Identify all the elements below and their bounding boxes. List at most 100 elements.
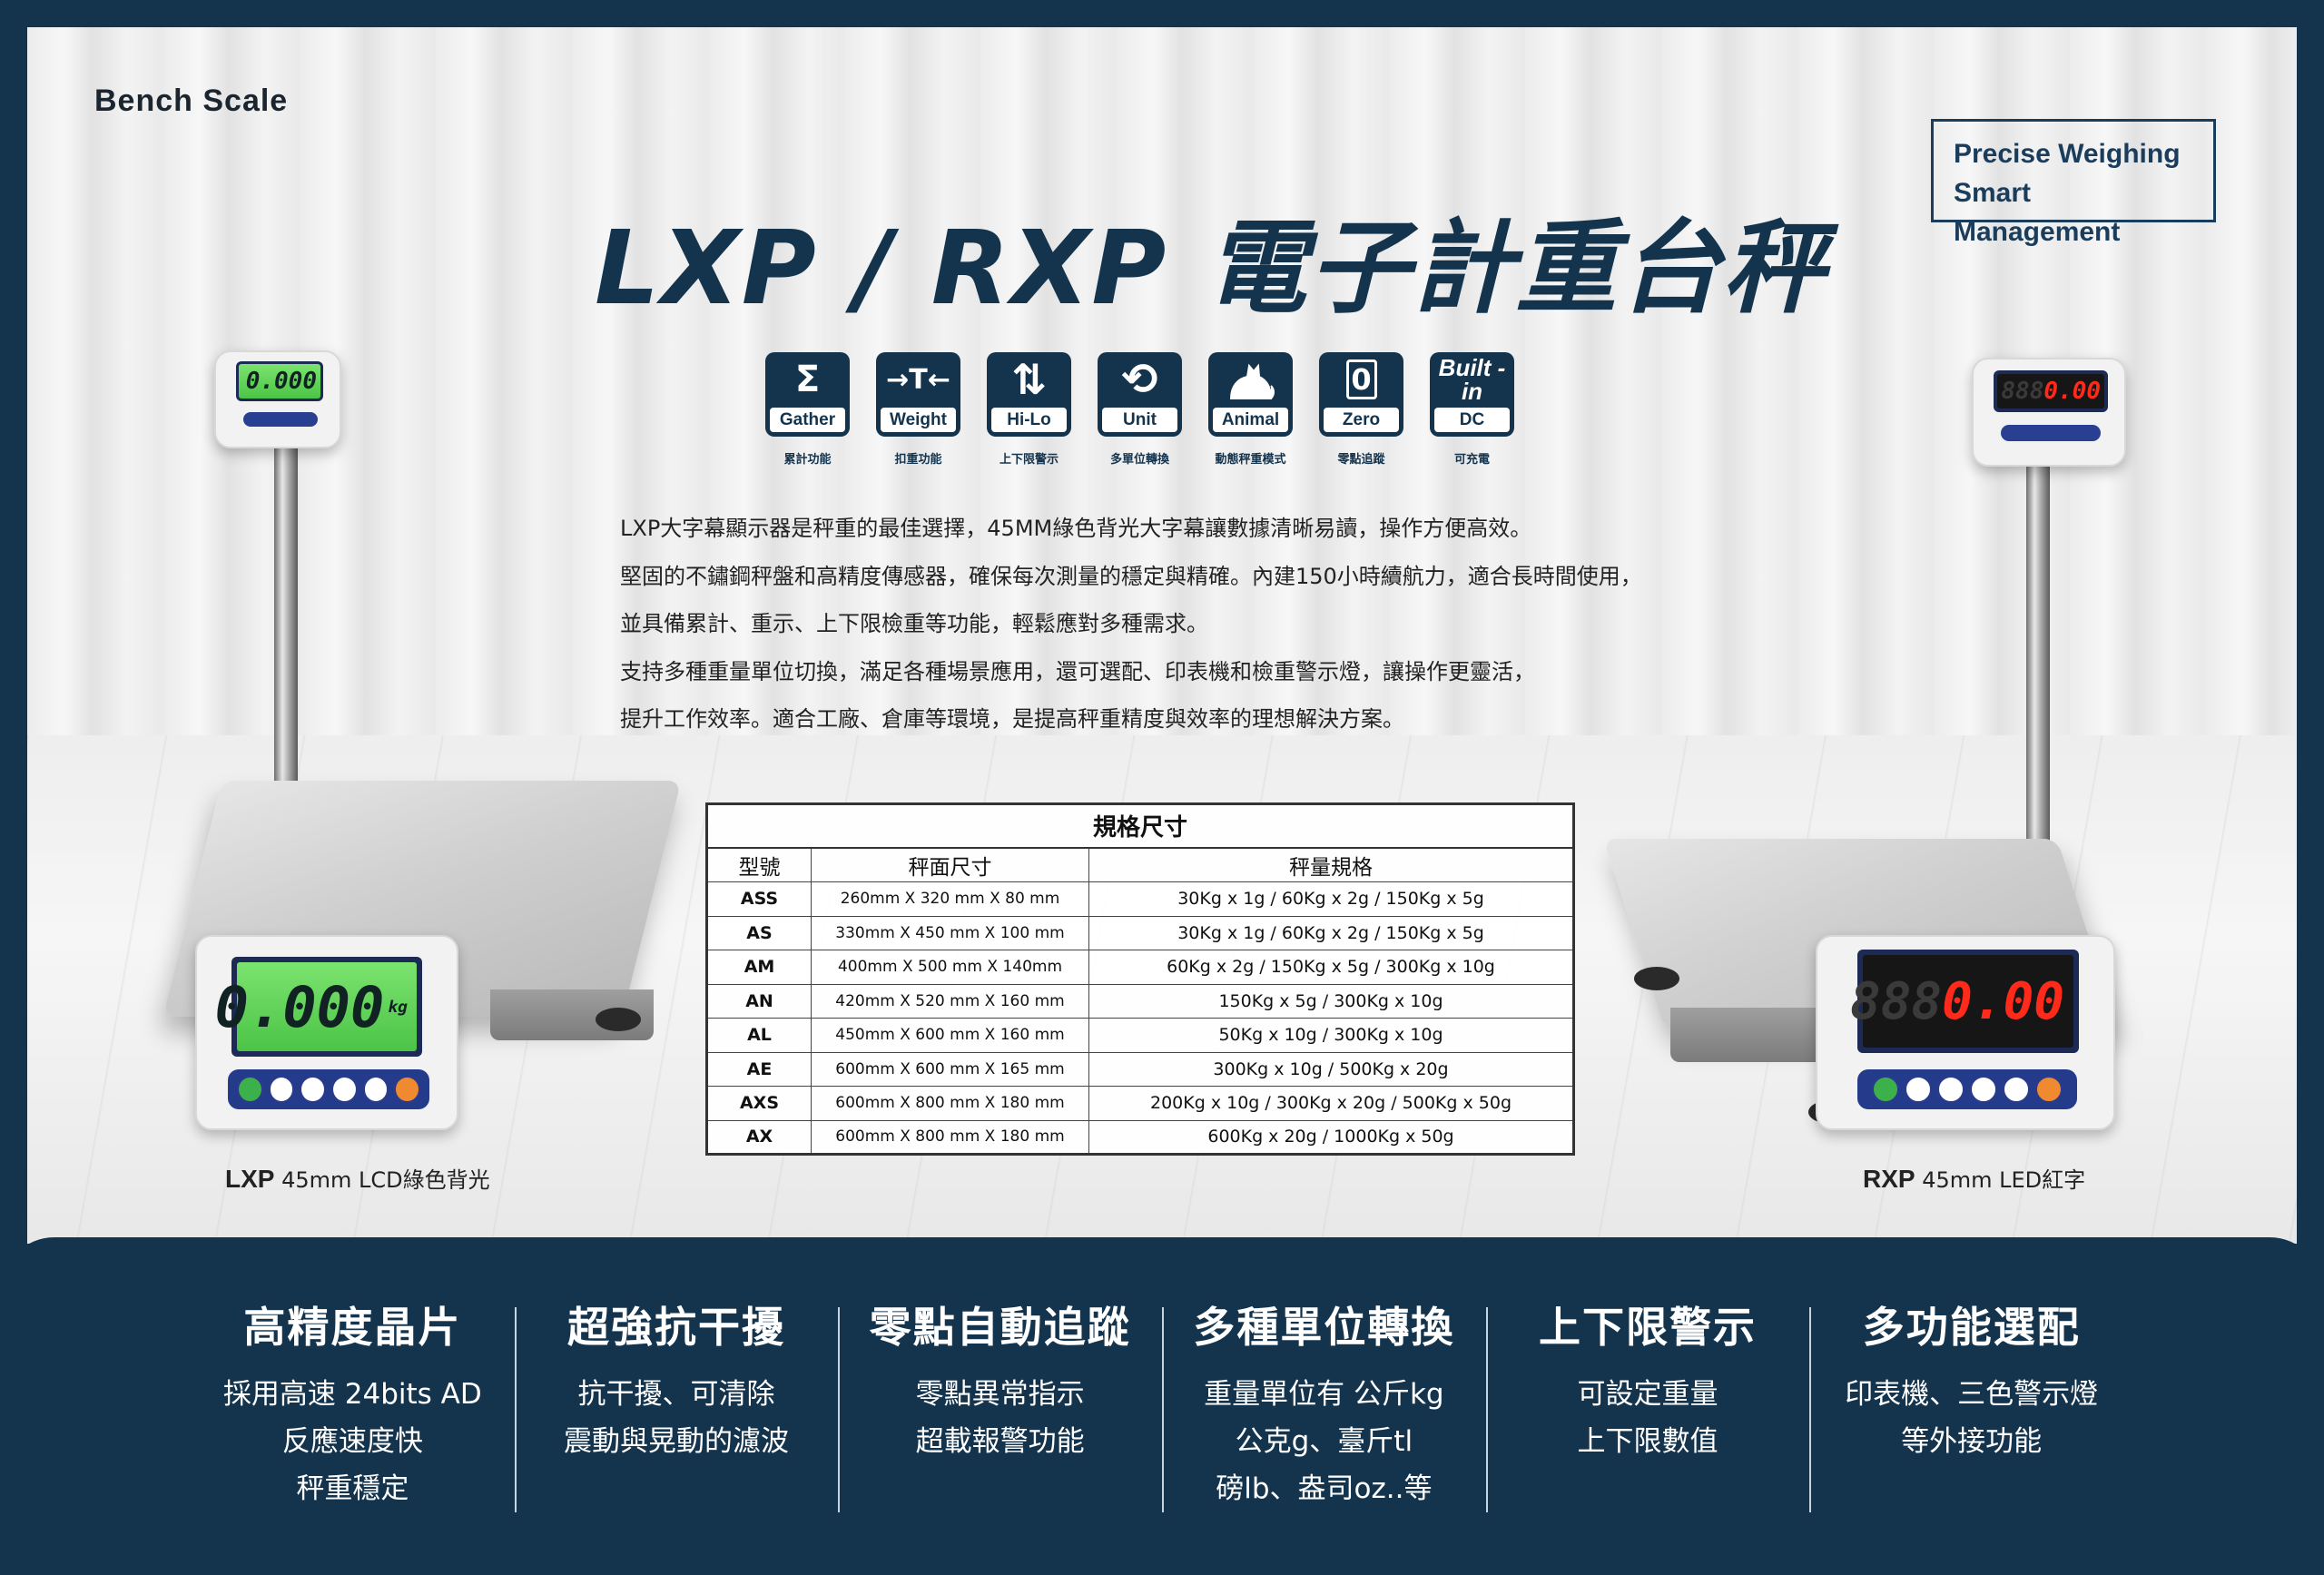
cell-model: AL [706, 1018, 812, 1053]
pole-keypad [2001, 425, 2101, 441]
key-button [394, 1076, 421, 1103]
icon-caption: 累計功能 [783, 453, 832, 467]
icon-caption: 動態秤重模式 [1215, 453, 1286, 467]
cell-capacity: 30Kg x 1g / 60Kg x 2g / 150Kg x 5g [1088, 915, 1574, 950]
unit-cycle-icon: ⟲ [1121, 354, 1158, 405]
cell-capacity: 50Kg x 10g / 300Kg x 10g [1088, 1018, 1574, 1053]
cell-size: 420mm X 520 mm X 160 mm [811, 983, 1089, 1019]
icon-label: Weight [881, 408, 956, 432]
feature-title: 多功能選配 [1862, 1303, 2081, 1352]
tagline-box: Precise Weighing Smart Management [1931, 119, 2216, 247]
feature-line: 磅lb、盎司oz..等 [1216, 1472, 1433, 1505]
feature-unit-conversion: 多種單位轉換 重量單位有 公斤kg 公克g、臺斤tl 磅lb、盎司oz..等 [1162, 1287, 1486, 1514]
icon-caption: 可充電 [1453, 453, 1490, 467]
cell-model: AXS [706, 1086, 812, 1121]
key-button [1905, 1076, 1932, 1103]
feature-title: 高精度晶片 [243, 1303, 462, 1352]
column-header-size: 秤面尺寸 [811, 847, 1089, 882]
category-label: Bench Scale [94, 84, 289, 118]
feature-line: 反應速度快 [281, 1425, 423, 1458]
lxp-keypad [228, 1069, 429, 1109]
cell-model: AX [706, 1119, 812, 1155]
rxp-keypad [1857, 1069, 2077, 1109]
feature-line: 印表機、三色警示燈 [1845, 1378, 2099, 1411]
cell-size: 600mm X 800 mm X 180 mm [811, 1119, 1089, 1155]
scale-foot [596, 1008, 641, 1031]
feature-icon-weight: →T← Weight 扣重功能 [876, 352, 960, 467]
feature-line: 重量單位有 公斤kg [1204, 1378, 1444, 1411]
icon-label: Unit [1102, 408, 1177, 432]
tagline-line-2: Smart Management [1954, 178, 2121, 247]
icon-caption: 多單位轉換 [1109, 453, 1169, 467]
cell-capacity: 600Kg x 20g / 1000Kg x 50g [1088, 1119, 1574, 1155]
cell-model: AE [706, 1051, 812, 1087]
feature-line: 採用高速 24bits AD [222, 1378, 482, 1411]
tare-icon: →T← [886, 363, 950, 396]
built-in-dc-icon: Built -in [1438, 354, 1506, 405]
icon-caption: 上下限警示 [999, 453, 1059, 467]
description-line: LXP大字幕顯示器是秤重的最佳選擇，45MM綠色背光大字幕讓數據清晰易讀，操作方… [620, 516, 1532, 541]
cell-size: 600mm X 600 mm X 165 mm [811, 1051, 1089, 1087]
icon-label: DC [1434, 408, 1510, 432]
key-button [2003, 1076, 2030, 1103]
feature-hi-lo-alarm: 上下限警示 可設定重量 上下限數值 [1485, 1287, 1810, 1514]
pole-lcd-readout: 0.000 [239, 364, 320, 399]
feature-line: 上下限數值 [1577, 1425, 1718, 1458]
feature-line: 抗干擾、可清除 [577, 1378, 775, 1411]
feature-zero-tracking: 零點自動追蹤 零點異常指示 超載報警功能 [838, 1287, 1162, 1514]
feature-line: 可設定重量 [1577, 1378, 1718, 1411]
key-button [1872, 1076, 1899, 1103]
cell-model: ASS [706, 881, 812, 917]
feature-columns: 高精度晶片 採用高速 24bits AD 反應速度快 秤重穩定 超強抗干擾 抗干… [191, 1287, 2133, 1514]
key-button [331, 1076, 358, 1103]
feature-high-precision: 高精度晶片 採用高速 24bits AD 反應速度快 秤重穩定 [191, 1287, 515, 1514]
icon-caption: 零點追蹤 [1337, 453, 1385, 467]
cell-size: 450mm X 600 mm X 160 mm [811, 1018, 1089, 1053]
key-button [300, 1076, 326, 1103]
key-button [2035, 1076, 2063, 1103]
feature-line: 震動與晃動的濾波 [564, 1425, 789, 1458]
feature-icon-unit: ⟲ Unit 多單位轉換 [1098, 352, 1182, 467]
hi-lo-icon: ⇅ [1011, 355, 1047, 404]
cell-size: 330mm X 450 mm X 100 mm [811, 915, 1089, 950]
icon-caption: 扣重功能 [894, 453, 942, 467]
product-description: LXP大字幕顯示器是秤重的最佳選擇，45MM綠色背光大字幕讓數據清晰易讀，操作方… [620, 505, 1673, 743]
feature-line: 零點異常指示 [915, 1378, 1085, 1411]
key-button [236, 1076, 263, 1103]
key-button [1937, 1076, 1965, 1103]
feature-icon-animal: Animal 動態秤重模式 [1208, 352, 1293, 467]
column-header-capacity: 秤量規格 [1088, 847, 1574, 882]
scale-foot [1634, 967, 1679, 990]
cell-size: 600mm X 800 mm X 180 mm [811, 1086, 1089, 1121]
feature-icon-hi-lo: ⇅Hi-Lo 上下限警示 [987, 352, 1071, 467]
cell-size: 400mm X 500 mm X 140mm [811, 950, 1089, 985]
pole-indicator-screen: 0.000 [236, 361, 323, 401]
icon-label: Zero [1324, 408, 1399, 432]
page-title: LXP / RXP 電子計重台秤 [595, 210, 1827, 328]
cell-size: 260mm X 320 mm X 80 mm [811, 881, 1089, 917]
description-line: 支持多種重量單位切換，滿足各種場景應用，還可選配、印表機和檢重警示燈，讓操作更靈… [620, 658, 1535, 684]
feature-title: 多種單位轉換 [1193, 1303, 1455, 1352]
tagline-line-1: Precise Weighing [1954, 139, 2181, 169]
cell-capacity: 150Kg x 5g / 300Kg x 10g [1088, 983, 1574, 1019]
lxp-caption: LXP 45mm LCD綠色背光 [225, 1165, 490, 1193]
feature-band [0, 1237, 2324, 1575]
rxp-caption: RXP 45mm LED紅字 [1863, 1165, 2086, 1193]
cell-capacity: 300Kg x 10g / 500Kg x 20g [1088, 1051, 1574, 1087]
